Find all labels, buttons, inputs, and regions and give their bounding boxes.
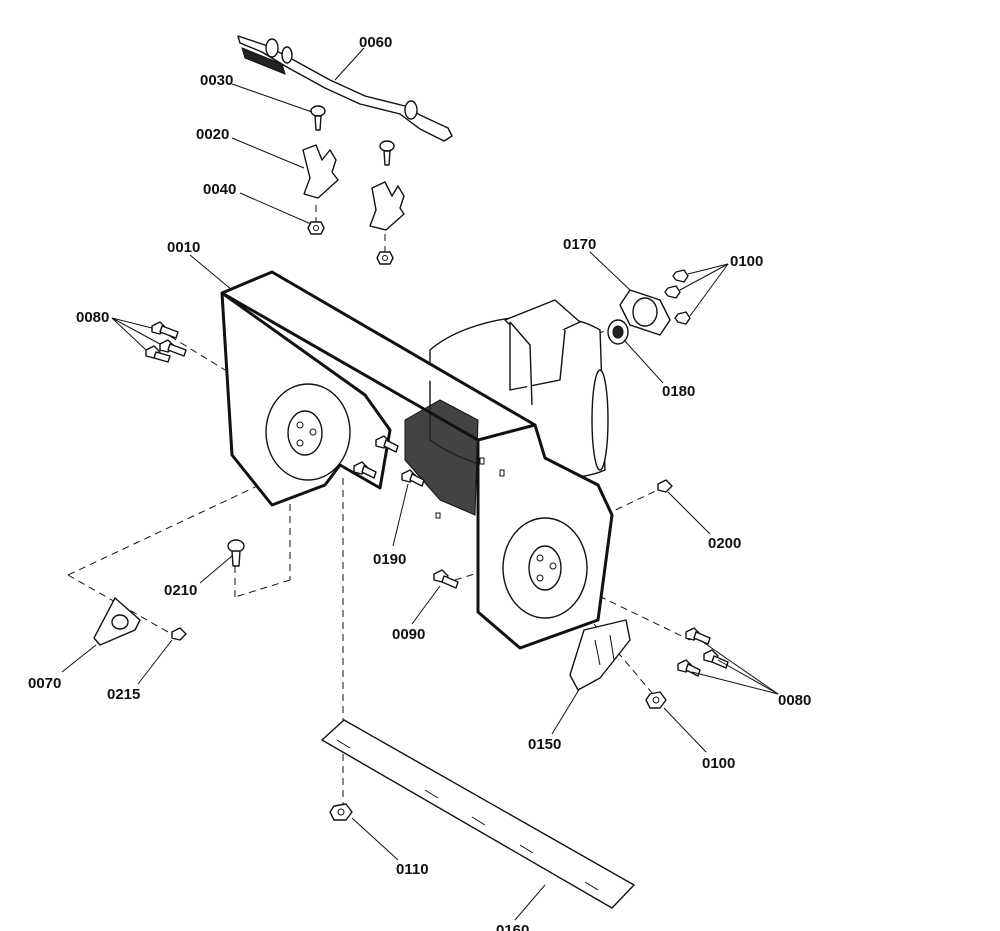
callout-0170: 0170 bbox=[563, 236, 596, 253]
part-0100-nuts-upper bbox=[664, 269, 691, 325]
callout-0200: 0200 bbox=[708, 535, 741, 552]
callout-0090: 0090 bbox=[392, 626, 425, 643]
part-0190-bolts bbox=[353, 435, 425, 487]
callout-0100-lower: 0100 bbox=[702, 755, 735, 772]
part-0180-bearing bbox=[607, 319, 629, 345]
callout-0160: 0160 bbox=[496, 922, 529, 931]
callout-0215: 0215 bbox=[107, 686, 140, 703]
callout-0030: 0030 bbox=[200, 72, 233, 89]
part-0040-nut bbox=[307, 221, 394, 265]
part-0080-bolts-right bbox=[677, 627, 729, 677]
callout-0150: 0150 bbox=[528, 736, 561, 753]
callout-0190: 0190 bbox=[373, 551, 406, 568]
part-0160-scraper-bar bbox=[321, 719, 635, 909]
callout-0180: 0180 bbox=[662, 383, 695, 400]
part-0170-bearing-flange bbox=[619, 289, 671, 336]
part-0020-bracket bbox=[302, 144, 405, 231]
part-0215-bolt bbox=[171, 627, 187, 641]
callout-0060: 0060 bbox=[359, 34, 392, 51]
callout-labels: 0060 0030 0020 0040 0010 0080 0170 0100 … bbox=[28, 34, 811, 931]
part-0200-bolt bbox=[657, 479, 673, 493]
callout-0100-upper: 0100 bbox=[730, 253, 763, 270]
callout-0080-right: 0080 bbox=[778, 692, 811, 709]
callout-0020: 0020 bbox=[196, 126, 229, 143]
callout-0080-left: 0080 bbox=[76, 309, 109, 326]
part-0070-skid-shoe bbox=[93, 597, 141, 646]
part-0060-drift-cutter-rod bbox=[237, 35, 453, 142]
leader-lines bbox=[61, 47, 779, 921]
part-0010-auger-housing bbox=[220, 270, 614, 650]
callout-0110: 0110 bbox=[396, 861, 429, 878]
callout-0010: 0010 bbox=[167, 239, 200, 256]
part-0030-screw bbox=[310, 105, 395, 166]
part-0090-bolt bbox=[433, 569, 459, 589]
part-0110-nut bbox=[329, 803, 353, 821]
part-0100-nut-lower bbox=[645, 691, 667, 709]
callout-0210: 0210 bbox=[164, 582, 197, 599]
callout-0070: 0070 bbox=[28, 675, 61, 692]
callout-0040: 0040 bbox=[203, 181, 236, 198]
part-0210-carriage-bolt bbox=[227, 539, 245, 567]
part-0150-skid-shoe bbox=[569, 619, 631, 691]
part-0080-bolts-left bbox=[145, 321, 187, 363]
